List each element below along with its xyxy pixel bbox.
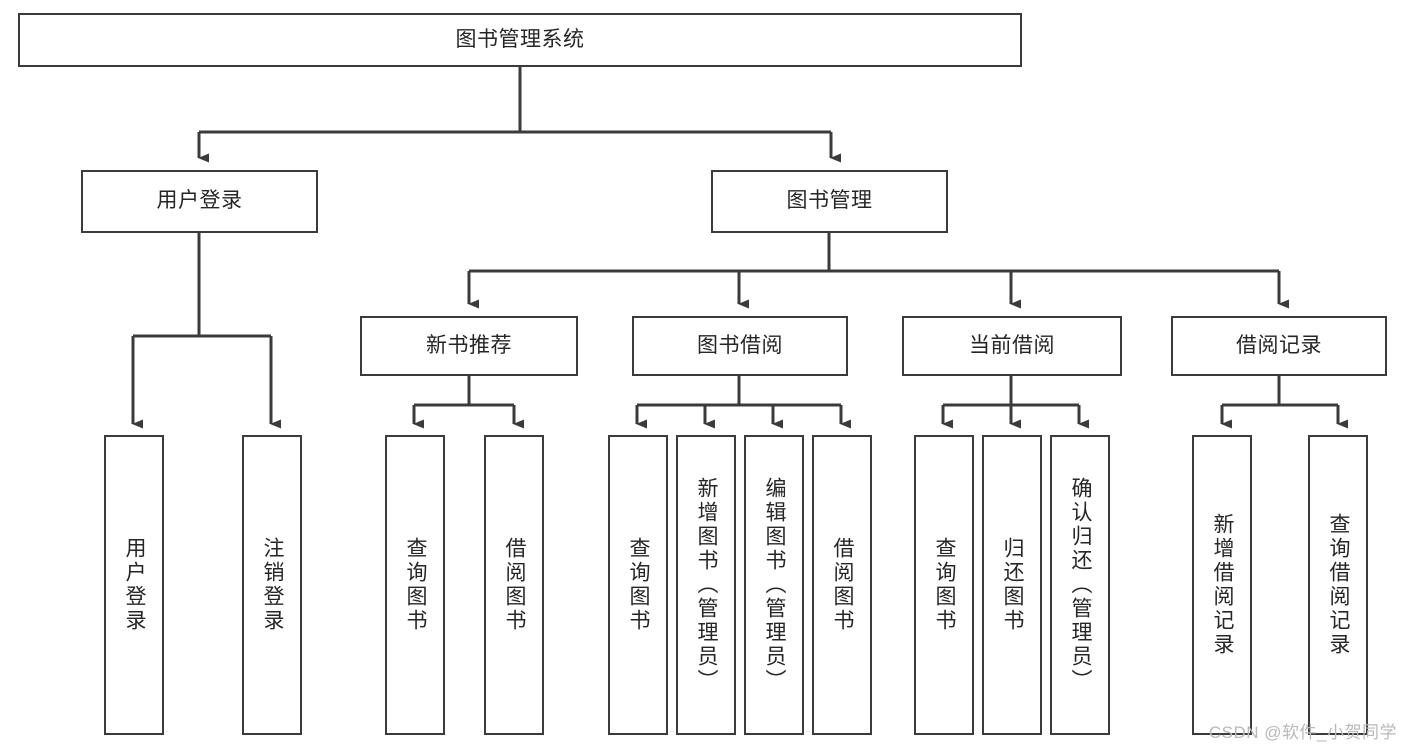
node-leaf-query-book-1-label: 查询图书 [404, 537, 428, 633]
node-new-book-recommend[interactable]: 新书推荐 [360, 316, 578, 376]
node-leaf-edit-book-admin-label: 编辑图书（管理员） [763, 477, 787, 693]
node-leaf-add-borrow-record-label: 新增借阅记录 [1211, 513, 1235, 657]
node-leaf-borrow-book-1[interactable]: 借阅图书 [484, 435, 544, 735]
node-book-borrow[interactable]: 图书借阅 [632, 316, 848, 376]
node-root-label: 图书管理系统 [455, 27, 585, 51]
node-leaf-logout[interactable]: 注销登录 [242, 435, 302, 735]
node-root[interactable]: 图书管理系统 [18, 13, 1022, 67]
node-leaf-borrow-book-2-label: 借阅图书 [831, 537, 855, 633]
node-current-borrow[interactable]: 当前借阅 [902, 316, 1122, 376]
node-leaf-query-borrow-record-label: 查询借阅记录 [1327, 513, 1351, 657]
node-leaf-add-borrow-record[interactable]: 新增借阅记录 [1192, 435, 1252, 735]
node-leaf-return-book-label: 归还图书 [1001, 537, 1025, 633]
watermark-text: CSDN @软件_小贺同学 [1208, 723, 1397, 742]
node-leaf-user-login[interactable]: 用户登录 [104, 435, 164, 735]
node-leaf-query-book-2[interactable]: 查询图书 [608, 435, 668, 735]
node-user-login-label: 用户登录 [156, 189, 243, 213]
node-leaf-borrow-book-2[interactable]: 借阅图书 [812, 435, 872, 735]
node-borrow-record-label: 借阅记录 [1236, 333, 1322, 357]
node-leaf-add-book-admin[interactable]: 新增图书（管理员） [676, 435, 736, 735]
node-leaf-user-login-label: 用户登录 [123, 537, 147, 633]
node-leaf-query-borrow-record[interactable]: 查询借阅记录 [1308, 435, 1368, 735]
node-book-manage-label: 图书管理 [786, 189, 873, 213]
node-leaf-add-book-admin-label: 新增图书（管理员） [695, 477, 719, 693]
node-leaf-confirm-return-admin[interactable]: 确认归还（管理员） [1050, 435, 1110, 735]
node-leaf-query-book-1[interactable]: 查询图书 [385, 435, 445, 735]
node-leaf-logout-label: 注销登录 [261, 537, 285, 633]
node-book-manage[interactable]: 图书管理 [711, 170, 948, 233]
node-current-borrow-label: 当前借阅 [969, 333, 1055, 357]
node-book-borrow-label: 图书借阅 [697, 333, 783, 357]
node-leaf-confirm-return-admin-label: 确认归还（管理员） [1069, 477, 1093, 693]
node-leaf-return-book[interactable]: 归还图书 [982, 435, 1042, 735]
node-user-login[interactable]: 用户登录 [81, 170, 318, 233]
node-borrow-record[interactable]: 借阅记录 [1171, 316, 1387, 376]
node-leaf-edit-book-admin[interactable]: 编辑图书（管理员） [744, 435, 804, 735]
node-new-book-recommend-label: 新书推荐 [426, 333, 512, 357]
node-leaf-query-book-2-label: 查询图书 [627, 537, 651, 633]
node-leaf-query-book-3-label: 查询图书 [933, 537, 957, 633]
node-leaf-borrow-book-1-label: 借阅图书 [503, 537, 527, 633]
node-leaf-query-book-3[interactable]: 查询图书 [914, 435, 974, 735]
